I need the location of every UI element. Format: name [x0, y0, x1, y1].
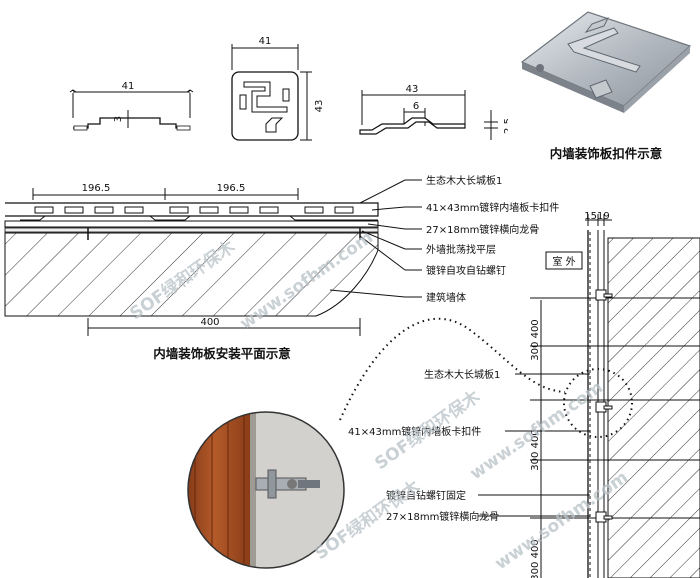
photo-caption: 内墙装饰板扣件示意: [550, 146, 663, 161]
side-inner-dim: 6: [413, 101, 419, 112]
plan-dim-left: 196.5: [82, 183, 111, 194]
side-width-dim: 43: [406, 84, 419, 95]
front-thickness-dim: 3: [113, 116, 124, 122]
section-view: 1519 室 外 300 400 300 400 300 400: [339, 211, 700, 578]
plan-caption: 内墙装饰板安装平面示意: [153, 346, 291, 361]
section-dim-top: 1519: [584, 211, 609, 222]
plan-label-panel: 生态木大长城板1: [426, 174, 502, 187]
plan-dim-bottom: 400: [200, 317, 219, 328]
plan-label-furring: 27×18mm镀锌横向龙骨: [426, 223, 539, 236]
section-label-screw: 镀锌自钻螺钉固定: [386, 489, 466, 502]
plan-label-plaster: 外墙批荡找平层: [426, 243, 496, 256]
section-outside-label: 室 外: [552, 255, 575, 268]
detail-photo: [187, 411, 345, 569]
section-spacing-3: 300 400: [530, 539, 541, 578]
section-label-furring: 27×18mm镀锌横向龙骨: [386, 510, 499, 523]
plan-dim-right: 196.5: [217, 183, 246, 194]
plan-label-wall: 建筑墙体: [426, 291, 466, 304]
clip-front-view: 41 3: [69, 81, 194, 131]
front-width-dim: 41: [122, 81, 135, 92]
section-label-clip: 41×43mm镀锌内墙板卡扣件: [348, 425, 481, 438]
plan-label-screw: 镀锌自攻自钻螺钉: [426, 264, 506, 277]
top-height-dim: 43: [314, 100, 325, 113]
section-spacing-2: 300 400: [530, 429, 541, 470]
section-spacing-1: 300 400: [530, 319, 541, 360]
top-width-dim: 41: [259, 36, 272, 47]
plan-label-clip: 41×43mm镀锌内墙板卡扣件: [426, 201, 559, 214]
clip-photo: 内墙装饰板扣件示意: [508, 0, 700, 161]
plan-view: 196.5 196.5 400 内墙装饰板安装平面示意: [4, 174, 559, 361]
clip-top-view: 41 43: [231, 36, 325, 141]
clip-side-view: 43 6 2.5: [359, 84, 514, 140]
section-label-panel: 生态木大长城板1: [424, 368, 500, 381]
